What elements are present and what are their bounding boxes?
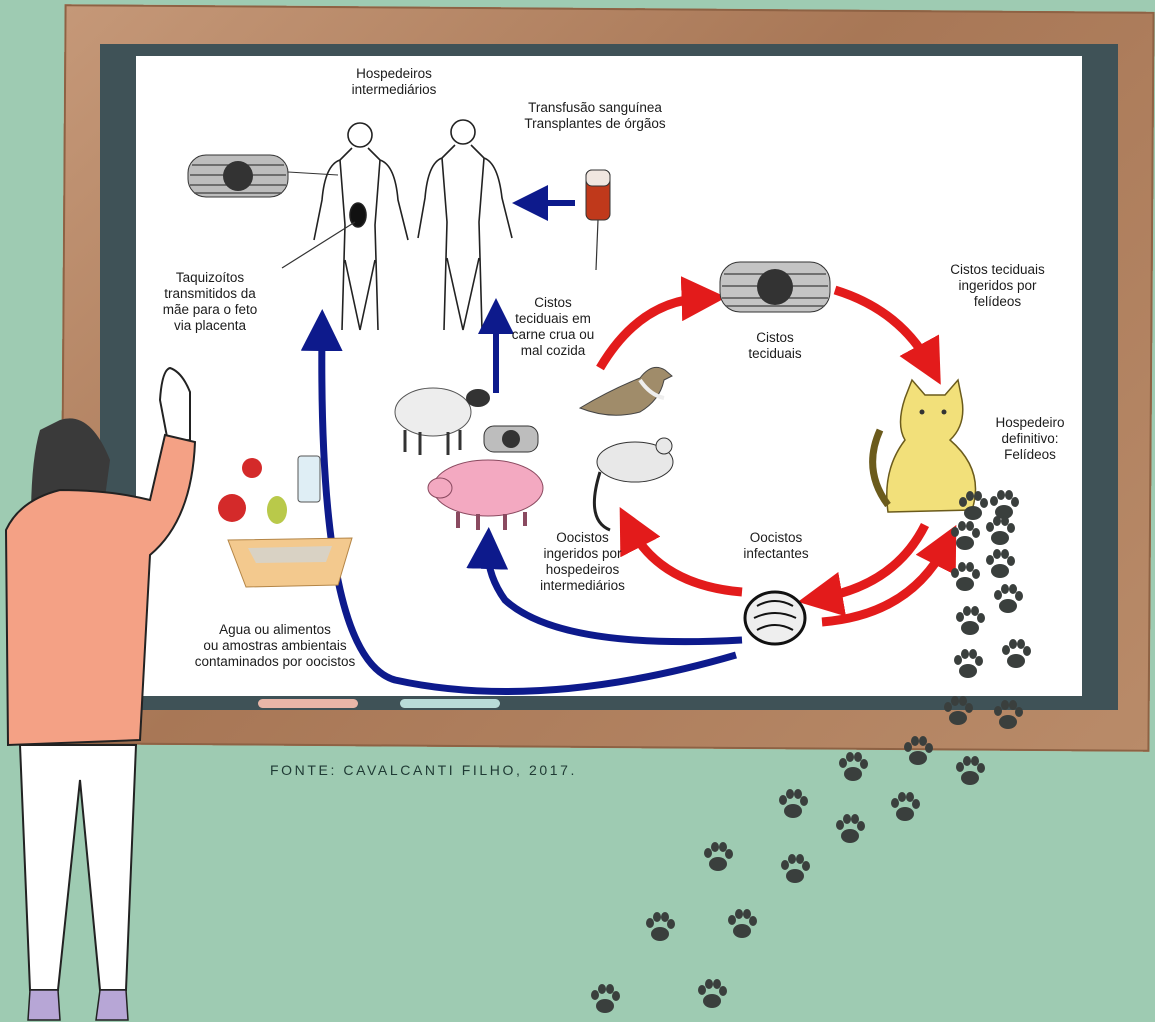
paw-icon: [956, 606, 985, 635]
paw-icon: [956, 756, 985, 785]
label-tissue-cysts-meat: Cistos teciduais em carne crua ou mal co…: [511, 295, 595, 358]
water-glass-icon: [297, 455, 321, 503]
paw-prints: [591, 490, 1031, 1013]
paw-icon: [954, 649, 983, 678]
pig-icon: [427, 459, 544, 530]
paw-icon: [986, 516, 1015, 545]
label-definitive-host: Hospedeiro definitivo: Felídeos: [995, 415, 1065, 462]
paw-icon: [944, 696, 973, 725]
paw-icon: [986, 549, 1015, 578]
muscle-cyst-icon: [187, 154, 289, 198]
mouse-icon: [592, 437, 674, 532]
label-transfusion: Transfusão sanguínea Transplantes de órg…: [524, 100, 666, 131]
oocyst-icon: [743, 590, 807, 646]
label-ingested-by-felids: Cistos teciduais ingeridos por felídeos: [950, 262, 1045, 309]
label-intermediate-hosts: Hospedeiros intermediários: [351, 66, 437, 97]
blood-bag-icon: [585, 169, 611, 271]
label-water-food: Agua ou alimentos ou amostras ambientais…: [194, 622, 356, 669]
paw-icon: [990, 490, 1019, 519]
paw-icon: [994, 700, 1023, 729]
paw-icon: [698, 979, 727, 1008]
paw-icon: [839, 752, 868, 781]
paw-icon: [646, 912, 675, 941]
chalk-blue: [400, 699, 500, 708]
paw-icon: [704, 842, 733, 871]
chalk-pink: [258, 699, 358, 708]
paw-icon: [728, 909, 757, 938]
litter-box-icon: [227, 537, 353, 588]
label-infective-oocysts: Oocistos infectantes: [743, 530, 809, 561]
muscle-cyst-icon: [483, 425, 539, 453]
human-figure-icon: [313, 122, 409, 331]
paw-icon: [591, 984, 620, 1013]
teacher-illustration: [4, 366, 197, 1021]
fruits-icon: [218, 458, 287, 524]
source-caption: FONTE: CAVALCANTI FILHO, 2017.: [270, 762, 577, 778]
paw-icon: [1002, 639, 1031, 668]
label-oocysts-ingested: Oocistos ingeridos por hospedeiros inter…: [540, 530, 625, 593]
paw-icon: [891, 792, 920, 821]
paw-icon: [836, 814, 865, 843]
paw-icon: [951, 521, 980, 550]
human-figure-icon: [417, 119, 513, 331]
paw-icon: [994, 584, 1023, 613]
paw-icon: [951, 562, 980, 591]
paw-icon: [781, 854, 810, 883]
label-tissue-cysts: Cistos teciduais: [748, 330, 802, 361]
paw-icon: [959, 491, 988, 520]
paw-icon: [779, 789, 808, 818]
label-tachyzoites: Taquizoítos transmitidos da mãe para o f…: [162, 270, 258, 333]
bird-icon: [578, 366, 673, 416]
sheep-icon: [394, 387, 490, 455]
tissue-cyst-icon: [719, 261, 831, 313]
paw-icon: [904, 736, 933, 765]
